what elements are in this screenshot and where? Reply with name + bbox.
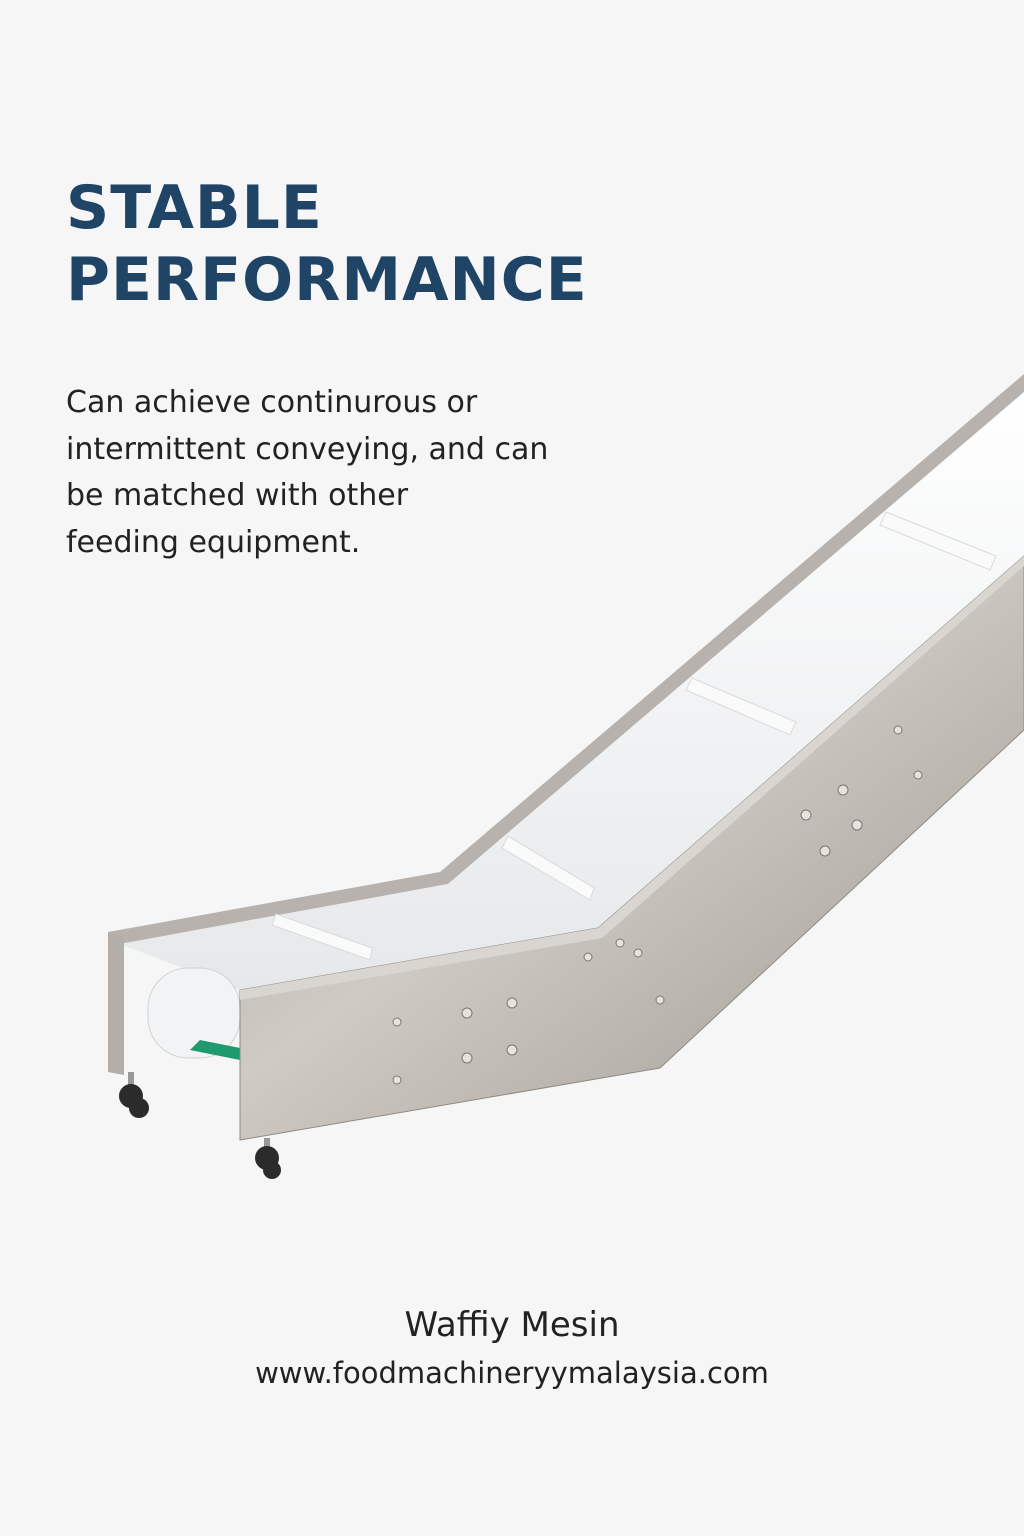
description-line: Can achieve continurous or	[66, 385, 478, 420]
website-url: www.foodmachineryymalaysia.com	[255, 1356, 769, 1390]
end-plate	[108, 932, 124, 1075]
belt-cleats	[271, 511, 997, 961]
description-line: be matched with other	[66, 478, 409, 513]
caster-wheel	[119, 1072, 281, 1179]
description-line: intermittent conveying, and can	[66, 431, 549, 467]
description: Can achieve continurous or intermittent …	[66, 380, 586, 566]
headline: STABLE PERFORMANCE	[66, 172, 588, 316]
headline-line-1: STABLE	[66, 173, 323, 243]
description-line: feeding equipment.	[66, 524, 361, 560]
belt-surface	[120, 392, 1024, 990]
end-roller	[147, 967, 241, 1059]
headline-line-2: PERFORMANCE	[66, 245, 588, 315]
bolts	[392, 725, 923, 1085]
brand-name: Waffiy Mesin	[404, 1305, 620, 1345]
